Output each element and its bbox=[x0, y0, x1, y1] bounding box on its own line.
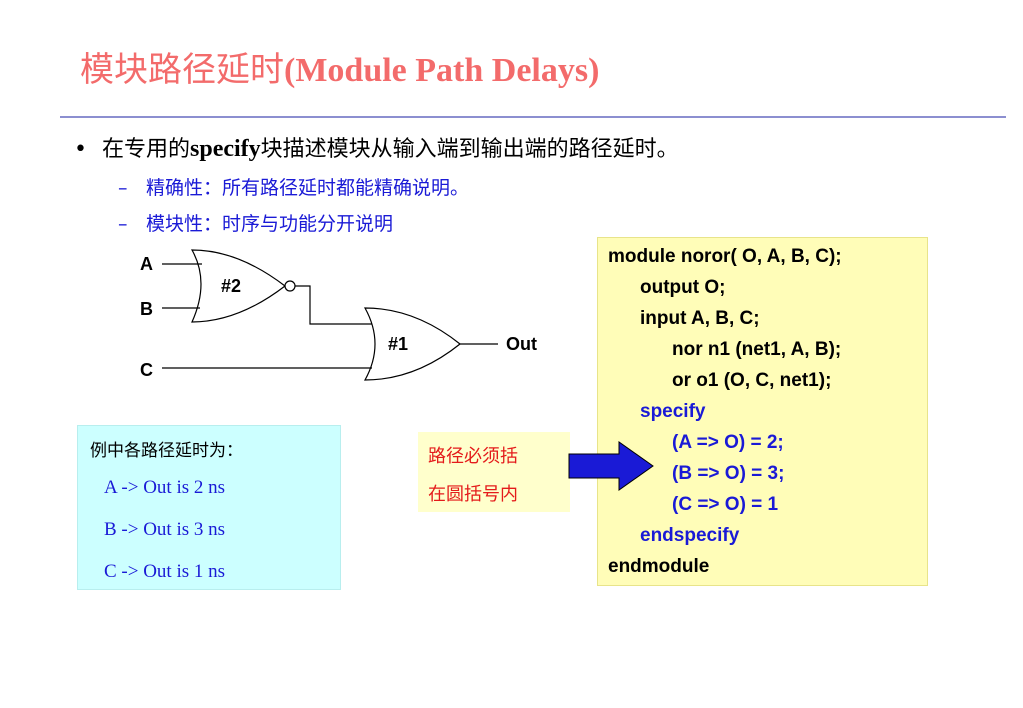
circuit-diagram: A B C #2 #1 Out bbox=[140, 249, 537, 381]
code-line: (A => O) = 2; bbox=[672, 432, 784, 453]
title-divider bbox=[60, 116, 1006, 118]
right-arrow-icon bbox=[568, 441, 654, 491]
title-zh: 模块路径延时 bbox=[80, 50, 284, 90]
sub-bullet-modularity: –模块性：时序与功能分开说明 bbox=[118, 209, 393, 236]
code-line: module noror( O, A, B, C); bbox=[608, 246, 842, 267]
verilog-code-box: module noror( O, A, B, C); output O; inp… bbox=[597, 237, 928, 586]
main-bullet: • 在专用的specify块描述模块从输入端到输出端的路径延时。 bbox=[74, 131, 679, 163]
sub-dash: – bbox=[118, 213, 128, 235]
code-line: (B => O) = 3; bbox=[672, 463, 785, 484]
code-line: input A, B, C; bbox=[640, 308, 760, 329]
wire-net1 bbox=[295, 285, 372, 325]
or-gate-shape bbox=[363, 307, 461, 381]
code-line: nor n1 (net1, A, B); bbox=[672, 339, 842, 360]
output-label: Out bbox=[506, 334, 537, 354]
code-line: or o1 (O, C, net1); bbox=[672, 370, 832, 391]
sub-bullet-accuracy: –精确性：所有路径延时都能精确说明。 bbox=[118, 173, 469, 200]
sub-dash: – bbox=[118, 177, 128, 199]
gate2-label: #2 bbox=[221, 276, 241, 296]
input-c-label: C bbox=[140, 360, 153, 380]
bullet-keyword: specify bbox=[190, 136, 261, 162]
sub-text: 模块性：时序与功能分开说明 bbox=[146, 213, 394, 235]
input-b-label: B bbox=[140, 299, 153, 319]
summary-row: C -> Out is 1 ns bbox=[104, 561, 226, 582]
gate1-label: #1 bbox=[388, 334, 408, 354]
code-line: specify bbox=[640, 401, 706, 422]
title-en: (Module Path Delays) bbox=[284, 52, 600, 89]
parentheses-note: 路径必须括 在圆括号内 bbox=[418, 432, 570, 512]
bullet-post: 块描述模块从输入端到输出端的路径延时。 bbox=[260, 137, 679, 162]
code-line: output O; bbox=[640, 277, 726, 298]
bullet-marker: • bbox=[74, 137, 87, 162]
summary-row: B -> Out is 3 ns bbox=[104, 519, 226, 540]
note-line: 路径必须括 bbox=[428, 446, 518, 467]
code-line: (C => O) = 1 bbox=[672, 494, 779, 515]
bullet-pre: 在专用的 bbox=[102, 137, 191, 162]
code-line: endspecify bbox=[640, 525, 740, 546]
summary-row: A -> Out is 2 ns bbox=[104, 477, 226, 498]
page-title: 模块路径延时(Module Path Delays) bbox=[80, 42, 599, 91]
input-a-label: A bbox=[140, 254, 153, 274]
nor-bubble bbox=[284, 280, 296, 292]
path-delay-summary: 例中各路径延时为： A -> Out is 2 ns B -> Out is 3… bbox=[77, 425, 341, 590]
note-line: 在圆括号内 bbox=[428, 484, 518, 505]
summary-heading: 例中各路径延时为： bbox=[90, 441, 243, 461]
nor-gate-shape bbox=[190, 249, 286, 323]
code-line: endmodule bbox=[608, 556, 710, 577]
sub-text: 精确性：所有路径延时都能精确说明。 bbox=[146, 177, 470, 199]
